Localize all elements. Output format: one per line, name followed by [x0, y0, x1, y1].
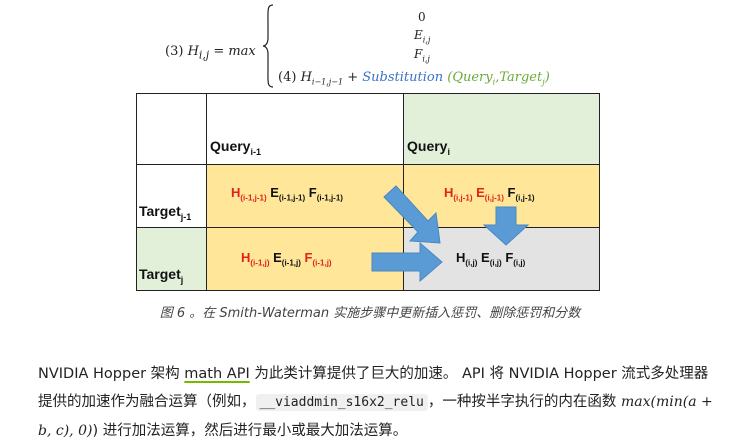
e-term: E(i-1,j) [273, 250, 301, 268]
substitution-func: Substitution [362, 70, 444, 85]
curly-brace-icon [262, 4, 274, 88]
e-term: E(i,j-1) [476, 185, 504, 203]
cell-expr: H(i,j) E(i,j) F(i,j) [456, 250, 525, 268]
para-text-3: ，一种按半字执行的内在函数 [427, 394, 621, 410]
e-term: E(i,j) [481, 250, 502, 268]
cell-expr: H(i-1,j) E(i-1,j) F(i-1,j) [241, 250, 332, 268]
formula-lhs: (3) Hi,j = max [165, 44, 256, 62]
row-header-target-cur: Targetj [136, 227, 207, 291]
cell-expr: H(i-1,j-1) E(i-1,j-1) F(i-1,j-1) [231, 185, 343, 203]
arg-target: Target [499, 70, 543, 85]
case-e: Ei,j [414, 28, 430, 44]
formula-h-var: H [187, 44, 199, 59]
case-f-var: F [414, 47, 423, 61]
row-header-sub: j-1 [180, 211, 192, 222]
f-term: F(i,j-1) [507, 185, 535, 203]
case3-h-var: H [300, 70, 312, 85]
body-paragraph: NVIDIA Hopper 架构 math API 为此类计算提供了巨大的加速。… [38, 360, 718, 445]
h-term: H(i,j) [456, 250, 478, 268]
para-text-1: NVIDIA Hopper 架构 [38, 366, 185, 382]
cell-cur-cur: H(i,j) E(i,j) F(i,j) [403, 227, 600, 291]
case-e-var: E [414, 28, 423, 42]
h-term: H(i-1,j-1) [231, 185, 267, 203]
h-term: H(i-1,j) [241, 250, 270, 268]
col-header-label: Queryi-1 [210, 138, 261, 157]
col-header-label: Queryi [407, 138, 450, 157]
col-header-base: Query [407, 138, 448, 154]
f-term: F(i-1,j) [304, 250, 332, 268]
formula-h-sub: i,j [198, 48, 210, 62]
arg-target-sub: j [542, 77, 545, 87]
col-header-query-prev: Queryi-1 [206, 93, 404, 165]
col-header-sub: i-1 [250, 146, 261, 157]
row-header-label: Targetj-1 [139, 203, 191, 222]
recurrence-formula: (3) Hi,j = max 0 Ei,j Fi,j (4) Hi−1,j−1 … [0, 0, 740, 92]
inline-math: max(min(a + b, c), 0) [38, 394, 713, 439]
cell-prev-prev: H(i-1,j-1) E(i-1,j-1) F(i-1,j-1) [206, 164, 404, 228]
inline-code: __viaddmin_s16x2_relu [255, 394, 428, 411]
figure-caption: 图 6 。在 Smith-Waterman 实施步骤中更新插入惩罚、删除惩罚和分… [159, 306, 581, 321]
case3-plus: + [347, 70, 359, 85]
e-term: E(i-1,j-1) [270, 185, 306, 203]
row-header-base: Target [139, 203, 181, 219]
col-header-query-cur: Queryi [403, 93, 600, 165]
case-e-sub: i,j [422, 35, 431, 45]
substitution-args: (Queryi,Targetj) [447, 70, 550, 87]
cell-expr: H(i,j-1) E(i,j-1) F(i,j-1) [444, 185, 535, 203]
f-term: F(i-1,j-1) [308, 185, 343, 203]
cell-cur-prev: H(i,j-1) E(i,j-1) F(i,j-1) [403, 164, 600, 228]
case-zero: 0 [418, 10, 426, 24]
equation-number-4: (4) [278, 70, 297, 85]
row-header-base: Target [139, 266, 181, 282]
corner-cell [136, 93, 207, 165]
row-header-label: Targetj [139, 266, 183, 285]
f-term: F(i,j) [505, 250, 526, 268]
dp-matrix-figure: Queryi-1 Queryi Targetj-1 H(i-1,j-1) E(i… [136, 93, 600, 291]
case-f-sub: i,j [422, 54, 430, 64]
arg-query: Query [452, 70, 493, 85]
row-header-sub: j [180, 274, 184, 285]
row-header-target-prev: Targetj-1 [136, 164, 207, 228]
case-substitution: (4) Hi−1,j−1 + Substitution (Queryi,Targ… [278, 70, 550, 87]
col-header-base: Query [210, 138, 251, 154]
arg-query-sub: i [492, 77, 496, 87]
formula-max: = max [213, 44, 256, 59]
h-term: H(i,j-1) [444, 185, 473, 203]
equation-number-3: (3) [165, 44, 184, 59]
para-text-2: 为此类计算提供了巨大的加速。 API 将 NVIDIA Hopper 流式多处理… [38, 366, 709, 410]
math-api-link[interactable]: math API [184, 366, 250, 382]
case3-h-sub: i−1,j−1 [311, 77, 344, 87]
para-text-4: ) 进行加法运算，然后进行最小或最大加法运算。 [92, 423, 408, 439]
col-header-sub: i [447, 146, 450, 157]
case-f: Fi,j [414, 47, 430, 63]
cell-prev-cur: H(i-1,j) E(i-1,j) F(i-1,j) [206, 227, 404, 291]
